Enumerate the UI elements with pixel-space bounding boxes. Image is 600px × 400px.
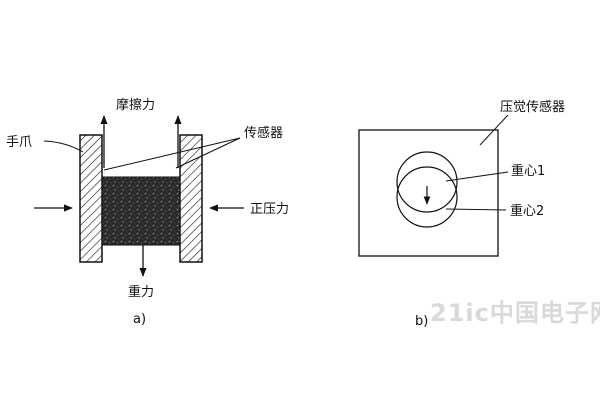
caption-a: a) [133,312,146,327]
pressure-sensor-plate [358,129,499,257]
pressure-sensor-label: 压觉传感器 [500,99,565,115]
friction-label: 摩擦力 [116,97,155,113]
cog-circle-1 [396,151,458,213]
cog1-label: 重心1 [511,163,545,179]
cog1-leader [445,171,509,182]
pressure-sensor-leader [479,114,509,146]
sensor-leader-line-2 [175,137,241,169]
gripper-leader-line [43,140,84,153]
sensor-label: 传感器 [244,125,283,141]
watermark-logo: 21ic中国电子网 [430,299,600,327]
gripper-left-jaw [79,134,103,263]
normal-force-label: 正压力 [250,202,289,217]
gripper-right-jaw [179,134,203,263]
diagram-a: 摩擦力 手爪 传感器 正压力 重力 a) [6,97,289,327]
caption-b: b) [415,314,428,329]
sensor-leader-line-1 [103,137,241,171]
diagram-b: 压觉传感器 重心1 重心2 b) [358,99,565,329]
gripper-label: 手爪 [6,135,32,150]
gripped-object [101,176,181,246]
cog2-leader [445,208,507,211]
gravity-label: 重力 [128,284,154,300]
cog-circle-2 [396,166,458,228]
cog2-label: 重心2 [510,203,544,219]
